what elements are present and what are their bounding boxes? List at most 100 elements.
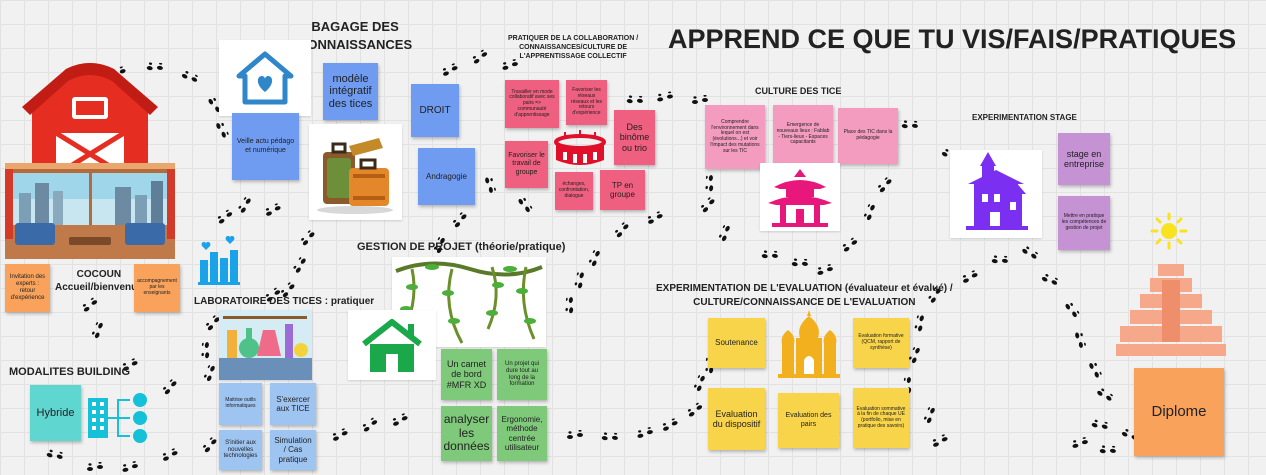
sticky-note[interactable]: Emergence de nouveaux lieux : Fablab - T… <box>773 105 833 164</box>
footprint-icon <box>46 449 63 459</box>
footprint-icon <box>1097 388 1113 401</box>
pagoda-tile <box>760 163 840 231</box>
footprint-icon <box>761 250 778 259</box>
footprint-icon <box>962 270 978 283</box>
sticky-note[interactable]: Evaluation du dispositif <box>708 388 765 450</box>
footprint-icon <box>701 197 715 213</box>
sticky-note[interactable]: Favoriser les réseaux réseaux et les ret… <box>566 80 607 125</box>
footprint-icon <box>901 120 918 129</box>
haunted-house-tile <box>950 150 1042 238</box>
section-gestion-projet-title: GESTION DE PROJET (théorie/pratique) <box>357 241 566 253</box>
footprint-icon <box>694 375 705 392</box>
sticky-note[interactable]: Invitation des experts : retour d'expéri… <box>5 264 50 312</box>
green-house-tile <box>348 310 436 380</box>
footprint-icon <box>719 225 730 242</box>
sticky-note[interactable]: Des binôme ou trio <box>614 110 655 165</box>
footprint-icon <box>565 297 574 314</box>
footprint-icon <box>163 379 177 395</box>
suitcases-tile <box>309 124 402 220</box>
section-cocoun-title: COCOUN Accueil/bienvenue <box>55 269 143 293</box>
section-experimentation-stage-title: EXPERIMENTATION STAGE <box>972 113 1077 122</box>
sticky-note[interactable]: Evaluation sommative à la fin de chaque … <box>853 388 909 448</box>
footprint-icon <box>162 448 178 461</box>
sticky-note[interactable]: Andragogie <box>418 148 475 205</box>
footprint-icon <box>567 430 583 439</box>
sticky-note[interactable]: modèle intégratif des tices <box>323 63 378 120</box>
sticky-note[interactable]: Evaluation des pairs <box>778 393 839 448</box>
footprint-icon <box>991 255 1008 264</box>
sticky-note[interactable]: Mettre en pratique les compétences de ge… <box>1058 196 1110 250</box>
sticky-note[interactable]: Veille actu pédago et numérique <box>232 113 299 180</box>
sticky-note[interactable]: Evaluation formative (QCM, rapport de sy… <box>853 318 909 368</box>
sticky-note[interactable]: stage en entreprise <box>1058 133 1110 185</box>
footprint-icon <box>791 258 808 267</box>
sticky-note[interactable]: S'exercer aux TICE <box>270 383 316 425</box>
footprint-icon <box>293 257 306 273</box>
sticky-note[interactable]: Comprendre l'environnement dans lequel o… <box>705 105 765 169</box>
footprint-icon <box>1072 437 1088 448</box>
footprint-icon <box>1089 362 1102 378</box>
sticky-note[interactable]: Un carnet de bord #MFR XD <box>441 349 492 400</box>
sticky-note[interactable]: Maitrise outils informatiques <box>219 383 262 425</box>
footprint-icon <box>453 212 467 228</box>
vines-tile <box>392 257 546 347</box>
footprint-icon <box>1022 246 1038 259</box>
footprint-icon <box>626 95 643 104</box>
sticky-note[interactable]: Un projet qui dure tout au long de la fo… <box>497 349 547 400</box>
footprint-icon <box>637 427 653 438</box>
sticky-note[interactable]: Simulation / Cas pratique <box>270 430 316 470</box>
building-network-icon <box>84 392 158 444</box>
footprint-icon <box>87 462 103 471</box>
footprint-icon <box>332 428 348 441</box>
footprint-icon <box>615 222 629 238</box>
sticky-note[interactable]: Favoriser le travail de groupe <box>505 141 548 188</box>
sticky-note[interactable]: accompagnement par les enseignants <box>134 264 180 312</box>
sticky-note[interactable]: analyser les données <box>441 406 492 461</box>
footprint-icon <box>265 203 281 216</box>
sticky-note[interactable]: Place des TIC dans la pédagogie <box>838 108 898 164</box>
footprint-icon <box>146 62 163 71</box>
footprint-icon <box>1065 302 1080 318</box>
footprint-icon <box>932 434 948 447</box>
footprint-icon <box>864 204 875 221</box>
footprint-icon <box>122 461 138 472</box>
sticky-note[interactable]: Soutenance <box>708 318 765 368</box>
section-bagage-title: BAGAGE DES CONNAISSANCES <box>298 19 413 52</box>
footprint-icon <box>362 417 378 432</box>
footprint-icon <box>909 347 920 364</box>
living-room-illustration <box>5 163 175 259</box>
footprint-icon <box>705 175 714 192</box>
sticky-note[interactable]: Diplome <box>1134 368 1224 456</box>
sticky-note[interactable]: Ergonomie, méthode centrée utilisateur <box>497 406 547 461</box>
suitcases-illustration <box>317 138 393 214</box>
pyramid-icon <box>1112 260 1230 360</box>
footprint-icon <box>265 287 281 302</box>
green-house-icon <box>362 319 422 372</box>
footprint-icon <box>217 209 233 224</box>
sticky-note[interactable]: S'initier aux nouvelles technologies <box>219 430 262 470</box>
footprint-icon <box>692 95 708 104</box>
footprint-icon <box>817 264 833 275</box>
city-likes-icon <box>196 235 242 286</box>
footprint-icon <box>924 407 935 424</box>
footprint-icon <box>392 413 408 426</box>
footprint-icon <box>201 342 210 359</box>
section-culture-tice-title: CULTURE DES TICE <box>755 86 842 96</box>
footprint-icon <box>472 49 488 64</box>
footprint-icon <box>1041 274 1058 285</box>
footprint-icon <box>574 272 584 289</box>
footprint-icon <box>928 287 941 303</box>
sticky-note[interactable]: échanges, confrontation, dialogue <box>555 172 593 210</box>
sticky-note[interactable]: Travailler en mode collaboratif avec ses… <box>505 80 559 128</box>
footprint-icon <box>82 297 98 312</box>
sticky-note[interactable]: DROIT <box>411 84 459 137</box>
sticky-note[interactable]: TP en groupe <box>600 170 645 210</box>
footprint-icon <box>301 230 315 246</box>
house-heart-icon <box>236 51 294 105</box>
footprint-icon <box>442 63 458 76</box>
sticky-note[interactable]: Hybride <box>30 385 81 441</box>
footprint-icon <box>687 402 703 417</box>
haunted-house-icon <box>966 152 1028 230</box>
footprint-icon <box>518 197 533 213</box>
